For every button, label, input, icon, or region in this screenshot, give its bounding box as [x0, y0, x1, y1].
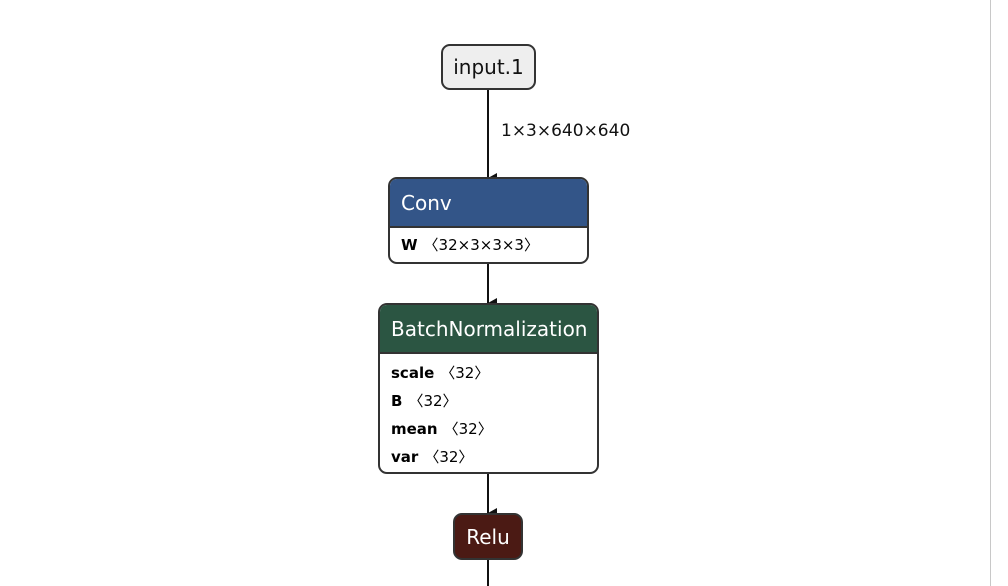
batchnorm-node-header: BatchNormalization: [380, 305, 597, 352]
batchnorm-attr-scale: scale 〈32〉: [391, 362, 597, 390]
attr-name: scale: [391, 364, 435, 382]
batchnorm-attr-var: var 〈32〉: [391, 446, 597, 472]
conv-attr-w: W 〈32×3×3×3〉: [401, 234, 587, 262]
attr-shape: 〈32〉: [424, 448, 474, 466]
attr-name: B: [391, 392, 403, 410]
conv-node-header: Conv: [390, 179, 587, 226]
attr-shape: 〈32〉: [408, 392, 458, 410]
attr-name: var: [391, 448, 419, 466]
attr-shape: 〈32×3×3×3〉: [423, 236, 539, 254]
batchnorm-attr-mean: mean 〈32〉: [391, 418, 597, 446]
batchnorm-attributes: scale 〈32〉 B 〈32〉 mean 〈32〉 var 〈32〉: [380, 352, 597, 472]
conv-attributes: W 〈32×3×3×3〉: [390, 226, 587, 262]
input-node-label: input.1: [453, 55, 524, 79]
relu-node[interactable]: Relu: [453, 513, 523, 560]
relu-op-label: Relu: [466, 524, 510, 549]
attr-shape: 〈32〉: [440, 364, 490, 382]
batchnorm-node[interactable]: BatchNormalization scale 〈32〉 B 〈32〉 mean 〈…: [378, 303, 599, 474]
input-node[interactable]: input.1: [441, 44, 536, 90]
conv-node[interactable]: Conv W 〈32×3×3×3〉: [388, 177, 589, 264]
attr-shape: 〈32〉: [443, 420, 493, 438]
batchnorm-op-label: BatchNormalization: [391, 316, 588, 341]
attr-name: mean: [391, 420, 438, 438]
attr-name: W: [401, 236, 418, 254]
input-tensor-shape: 1×3×640×640: [501, 121, 631, 141]
panel-divider: [990, 0, 991, 586]
conv-op-label: Conv: [401, 190, 452, 215]
batchnorm-attr-b: B 〈32〉: [391, 390, 597, 418]
